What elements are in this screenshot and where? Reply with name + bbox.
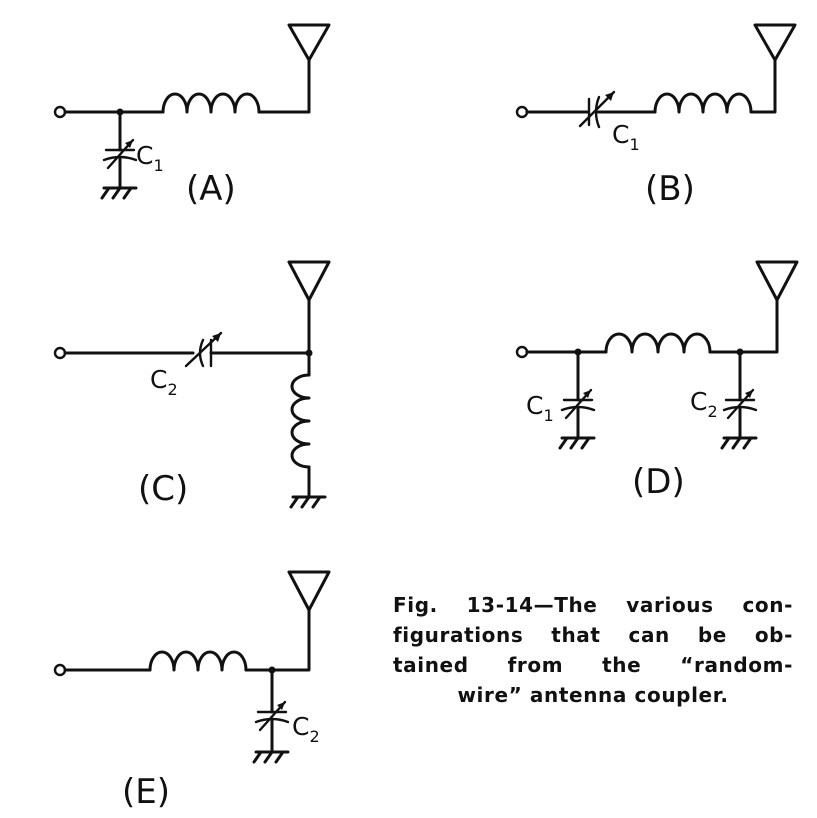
wire (244, 608, 311, 672)
panel-label: (A) (186, 169, 236, 209)
variable-capacitor-icon (578, 90, 616, 129)
inductor-icon (290, 373, 311, 469)
wire (708, 298, 779, 354)
capacitor-label: C2 (292, 712, 320, 746)
variable-capacitor-icon (254, 700, 290, 732)
panel-d: C1 C2 (D) (515, 260, 799, 502)
panel-e: C2 (E) (53, 570, 331, 812)
antenna-icon (287, 23, 331, 62)
ground-icon (252, 750, 290, 764)
antenna-icon (753, 23, 797, 62)
wire (209, 298, 311, 355)
capacitor-label: C1 (136, 141, 164, 175)
caption-line: tained from the “random- (393, 653, 793, 677)
panel-b: C1 (B) (515, 23, 797, 209)
caption-line: Fig. 13-14—The various con- (393, 593, 793, 617)
inductor-icon (604, 332, 712, 354)
antenna-icon (287, 260, 331, 302)
capacitor-label: C1 (526, 391, 554, 425)
inductor-icon (161, 92, 261, 114)
panel-label: (D) (632, 462, 685, 502)
antenna-icon (755, 260, 799, 302)
variable-capacitor-icon (184, 331, 223, 368)
antenna-icon (287, 570, 331, 612)
ground-icon (289, 495, 327, 509)
panel-a: C1 (A) (53, 23, 331, 209)
inductor-icon (653, 92, 753, 114)
panel-label: (E) (122, 772, 170, 812)
capacitor-label: C2 (150, 365, 178, 399)
figure-caption: Fig. 13-14—The various con- figurations … (393, 590, 793, 710)
panel-label: (B) (645, 169, 695, 209)
wire (749, 58, 777, 114)
panel-label: (C) (138, 469, 188, 509)
panel-c: C2 (C) (53, 260, 331, 509)
wire (257, 58, 311, 114)
capacitor-label: C1 (612, 120, 640, 154)
caption-line: wire” antenna coupler. (457, 683, 729, 707)
ground-icon (100, 186, 138, 200)
caption-line: figurations that can be ob- (393, 623, 793, 647)
inductor-icon (148, 650, 248, 672)
ground-icon (558, 436, 596, 450)
capacitor-label: C2 (690, 387, 718, 421)
ground-icon (720, 436, 758, 450)
